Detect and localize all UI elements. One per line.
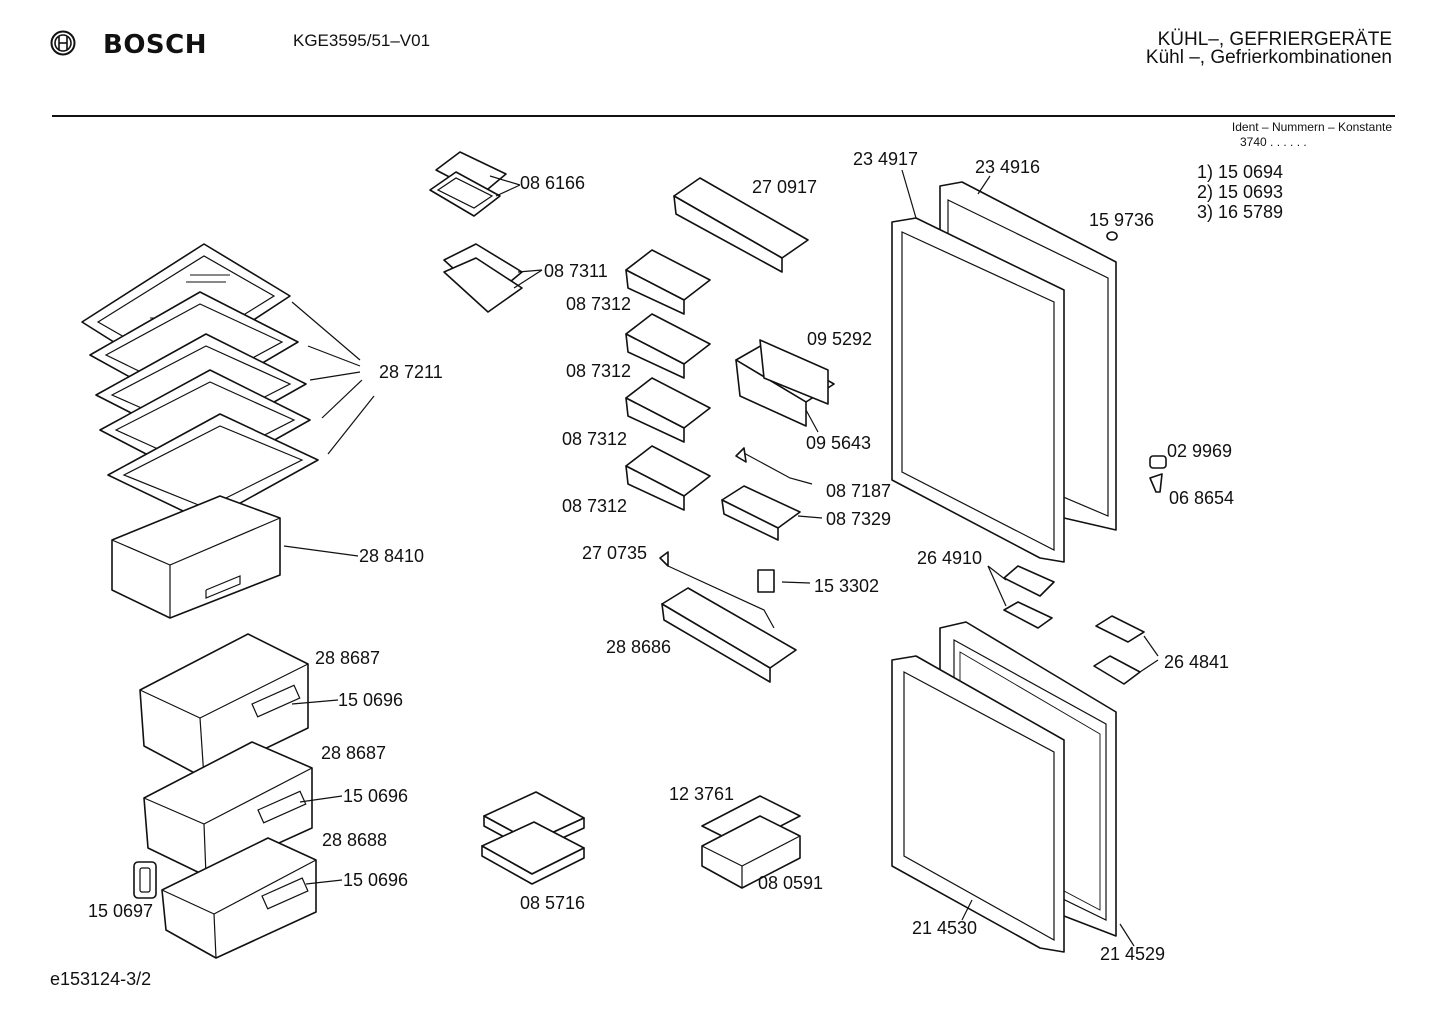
part-label-09-5643: 09 5643 bbox=[806, 433, 872, 453]
part-label-27-0735: 27 0735 bbox=[582, 543, 648, 563]
part-label-28-8686: 28 8686 bbox=[606, 637, 672, 657]
ice-tray bbox=[701, 795, 801, 889]
category-line-1: KÜHL–, GEFRIERGERÄTE bbox=[1157, 29, 1392, 50]
part-label-08-0591: 08 0591 bbox=[758, 873, 824, 893]
part-label-08-7312-c: 08 7312 bbox=[562, 429, 628, 449]
part-label-26-4841: 26 4841 bbox=[1164, 652, 1230, 672]
part-label-21-4529: 21 4529 bbox=[1100, 944, 1166, 964]
clip-part bbox=[757, 569, 775, 593]
small-bin bbox=[721, 485, 801, 541]
part-label-02-9969: 02 9969 bbox=[1167, 441, 1233, 461]
note-3: 3) 16 5789 bbox=[1197, 202, 1284, 222]
part-label-08-7312-b: 08 7312 bbox=[566, 361, 632, 381]
cap-part bbox=[1149, 455, 1167, 469]
part-label-08-7312-a: 08 7312 bbox=[566, 294, 632, 314]
part-label-12-3761: 12 3761 bbox=[669, 784, 735, 804]
butter-dish bbox=[429, 151, 507, 217]
part-label-15-0697: 15 0697 bbox=[88, 901, 154, 921]
egg-tray bbox=[443, 243, 523, 313]
part-label-06-8654: 06 8654 bbox=[1169, 488, 1235, 508]
part-label-08-6166: 08 6166 bbox=[520, 173, 586, 193]
part-label-15-0696-a: 15 0696 bbox=[338, 690, 404, 710]
screw-part bbox=[1149, 473, 1163, 493]
part-label-28-8688: 28 8688 bbox=[322, 830, 388, 850]
category-line-2: Kühl –, Gefrierkombinationen bbox=[1145, 47, 1392, 68]
part-label-08-7311: 08 7311 bbox=[544, 261, 608, 281]
door-shelf-top bbox=[673, 177, 809, 273]
part-label-08-7329: 08 7329 bbox=[826, 509, 892, 529]
door-bins bbox=[625, 249, 711, 511]
note-2: 2) 15 0693 bbox=[1197, 182, 1284, 202]
part-label-28-7211: 28 7211 bbox=[379, 362, 443, 382]
freezer-door-gasket bbox=[891, 655, 1065, 953]
note-1: 1) 15 0694 bbox=[1197, 162, 1284, 182]
part-label-28-8687-b: 28 8687 bbox=[321, 743, 387, 763]
part-label-15-9736: 15 9736 bbox=[1089, 210, 1155, 230]
cold-packs bbox=[481, 791, 585, 885]
part-label-15-3302: 15 3302 bbox=[814, 576, 880, 596]
category-title: KÜHL–, GEFRIERGERÄTE Kühl –, Gefrierkomb… bbox=[1145, 29, 1392, 68]
freezer-drawer-3 bbox=[161, 837, 317, 959]
door-shelf-bottom bbox=[661, 587, 797, 683]
part-label-15-0696-c: 15 0696 bbox=[343, 870, 409, 890]
header-rule bbox=[52, 115, 1395, 117]
model-number: KGE3595/51–V01 bbox=[293, 31, 431, 50]
part-label-15-0696-b: 15 0696 bbox=[343, 786, 409, 806]
part-label-08-7187: 08 7187 bbox=[826, 481, 892, 501]
part-label-08-5716: 08 5716 bbox=[520, 893, 586, 913]
hinge-parts bbox=[1003, 565, 1145, 685]
crisper-drawer bbox=[111, 495, 281, 619]
glass-shelves bbox=[81, 243, 319, 523]
stopper bbox=[1106, 231, 1118, 241]
part-label-28-8687-a: 28 8687 bbox=[315, 648, 381, 668]
document-id: e153124-3/2 bbox=[50, 969, 152, 989]
bosch-logo-icon bbox=[50, 30, 76, 61]
part-label-23-4917: 23 4917 bbox=[853, 149, 919, 169]
part-label-28-8410: 28 8410 bbox=[359, 546, 425, 566]
part-label-21-4530: 21 4530 bbox=[912, 918, 978, 938]
ident-value: 3740 . . . . . . bbox=[1240, 135, 1307, 149]
part-label-08-7312-d: 08 7312 bbox=[562, 496, 628, 516]
part-label-09-5292: 09 5292 bbox=[807, 329, 873, 349]
part-label-23-4916: 23 4916 bbox=[975, 157, 1041, 177]
bottle-holder bbox=[735, 339, 835, 427]
ident-label: Ident – Nummern – Konstante bbox=[1231, 120, 1392, 134]
part-label-27-0917: 27 0917 bbox=[752, 177, 818, 197]
part-label-26-4910: 26 4910 bbox=[917, 548, 983, 568]
brand-name: BOSCH bbox=[103, 30, 207, 60]
